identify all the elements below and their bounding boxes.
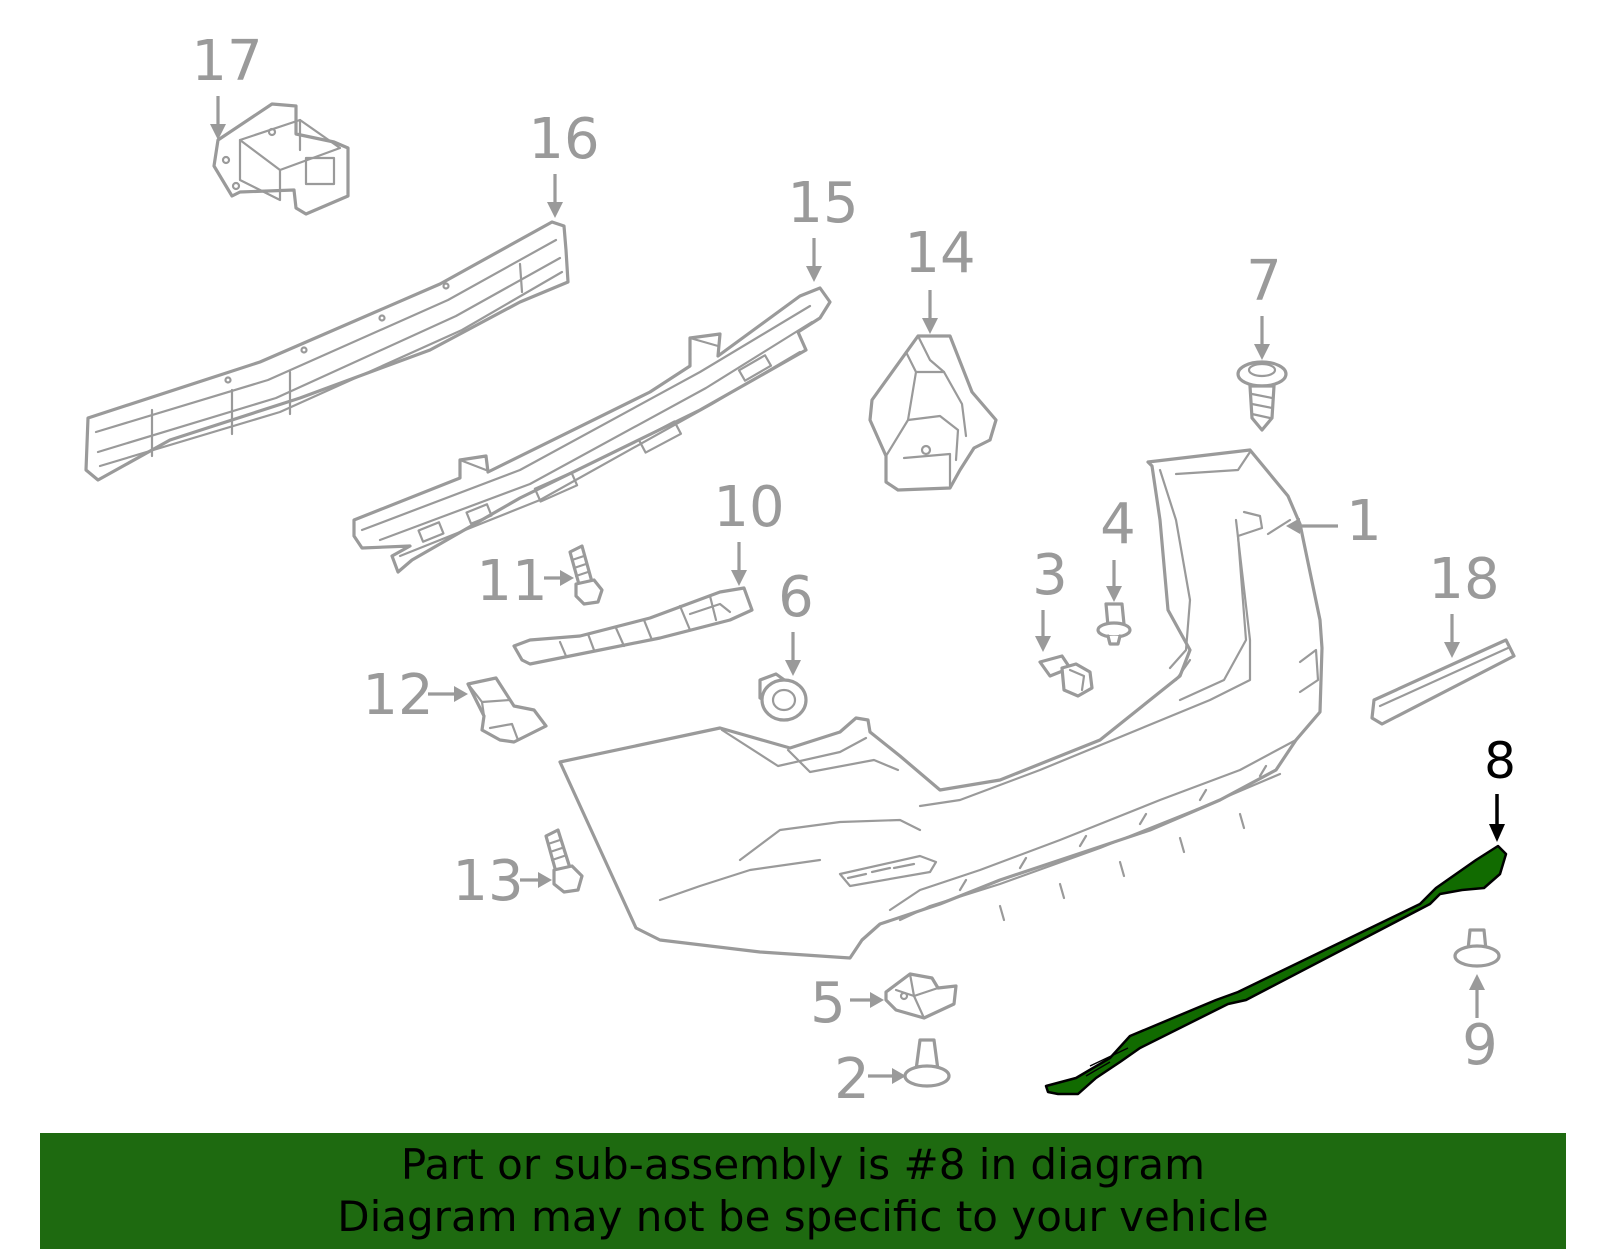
callout-4: 4: [1100, 492, 1136, 557]
part-12-bracket[interactable]: [466, 676, 548, 744]
part-13-bolt[interactable]: [544, 828, 584, 894]
arrow-9-head: [1469, 974, 1485, 990]
arrow-16-head: [547, 202, 563, 218]
arrow-7-head: [1254, 344, 1270, 360]
callout-5: 5: [810, 971, 846, 1036]
part-17-bracket[interactable]: [212, 102, 350, 216]
callout-13: 13: [452, 849, 523, 914]
part-11-bolt[interactable]: [568, 544, 604, 606]
callout-1: 1: [1346, 489, 1382, 554]
callout-12: 12: [362, 663, 433, 728]
notice-banner: Part or sub-assembly is #8 in diagram Di…: [40, 1133, 1566, 1249]
callout-8: 8: [1484, 732, 1516, 790]
part-3-bolt[interactable]: [1038, 654, 1094, 698]
callout-2: 2: [834, 1047, 870, 1112]
part-18-molding[interactable]: [1370, 638, 1516, 726]
part-9-clip[interactable]: [1453, 928, 1501, 968]
callout-7: 7: [1246, 249, 1282, 314]
part-16-reinforcement-beam[interactable]: [84, 220, 570, 482]
callout-3: 3: [1032, 543, 1068, 608]
callout-17: 17: [191, 29, 262, 94]
arrow-13-head: [538, 872, 552, 888]
arrow-4-head: [1106, 586, 1122, 602]
part-4-clip[interactable]: [1096, 602, 1132, 646]
arrow-10-head: [731, 570, 747, 586]
part-6-grommet[interactable]: [758, 672, 808, 722]
arrow-14-head: [922, 318, 938, 334]
part-7-screw[interactable]: [1236, 360, 1288, 432]
callout-9: 9: [1462, 1013, 1498, 1078]
arrow-11-head: [560, 570, 574, 586]
arrow-12-head: [454, 686, 468, 702]
part-1-bumper-cover[interactable]: [558, 448, 1324, 960]
arrow-3-head: [1035, 636, 1051, 652]
part-5-bracket[interactable]: [884, 972, 958, 1020]
arrow-5-head: [870, 992, 884, 1008]
arrow-1-head: [1286, 518, 1300, 534]
callout-14: 14: [904, 221, 975, 286]
callout-6: 6: [778, 565, 814, 630]
part-8-highlighted[interactable]: [1044, 844, 1508, 1096]
part-2-clip[interactable]: [903, 1038, 951, 1088]
callout-15: 15: [787, 171, 858, 236]
callout-11: 11: [476, 549, 547, 614]
part-15-energy-absorber[interactable]: [352, 286, 832, 574]
arrow-17-head: [210, 124, 226, 140]
part-14-side-bracket[interactable]: [868, 334, 998, 492]
arrow-15-head: [806, 266, 822, 282]
callout-16: 16: [528, 107, 599, 172]
arrow-18-head: [1444, 642, 1460, 658]
banner-line-2: Diagram may not be specific to your vehi…: [337, 1192, 1269, 1241]
arrow-2-head: [892, 1068, 906, 1084]
banner-line-1: Part or sub-assembly is #8 in diagram: [400, 1140, 1206, 1189]
callout-18: 18: [1428, 547, 1499, 612]
part-10-bracket[interactable]: [512, 586, 754, 666]
arrow-6-head: [785, 660, 801, 676]
callout-10: 10: [713, 475, 784, 540]
arrow-8-head: [1489, 824, 1505, 842]
